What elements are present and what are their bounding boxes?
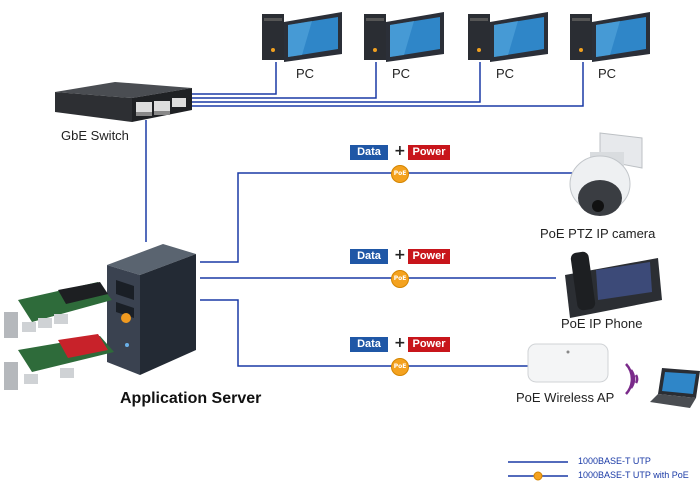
link-pc3 (190, 62, 481, 103)
data-tag-phone: Data (350, 249, 388, 264)
wifi-signal-icon (625, 363, 639, 395)
ap-label: PoE Wireless AP (516, 390, 615, 405)
plus-sign-camera: + (394, 143, 406, 159)
laptop[interactable] (650, 368, 700, 408)
ptz-ip-camera[interactable] (569, 132, 643, 216)
legend-utp-poe: 1000BASE-T UTP with PoE (578, 470, 689, 480)
camera-label: PoE PTZ IP camera (540, 226, 656, 241)
phone-label: PoE IP Phone (561, 316, 643, 331)
legend-poe-dot (533, 471, 543, 481)
pc-label-3: PC (496, 66, 515, 81)
switch-to-pc-links (145, 62, 584, 242)
pc-computer-2[interactable] (364, 12, 444, 62)
link-pc1 (190, 62, 277, 95)
data-tag-camera: Data (350, 145, 388, 160)
switch-label: GbE Switch (61, 128, 129, 143)
power-tag-ap: Power (408, 337, 450, 352)
pc-computer-4[interactable] (570, 12, 650, 62)
nic-card-1 (4, 282, 112, 338)
power-tag-phone: Power (408, 249, 450, 264)
nic-card-2 (4, 334, 114, 390)
link-pc2 (190, 62, 377, 99)
pc-label-1: PC (296, 66, 315, 81)
pc-label-4: PC (598, 66, 617, 81)
poe-badge-ap: PoE (391, 358, 409, 376)
pc-computer-3[interactable] (468, 12, 548, 62)
plus-sign-phone: + (394, 247, 406, 263)
power-tag-camera: Power (408, 145, 450, 160)
legend-utp: 1000BASE-T UTP (578, 456, 651, 466)
gbe-switch[interactable] (55, 82, 192, 122)
ip-phone[interactable] (565, 251, 662, 318)
wireless-ap[interactable] (527, 343, 609, 383)
pc-computer-1[interactable] (262, 12, 342, 62)
pc-label-2: PC (392, 66, 411, 81)
data-tag-ap: Data (350, 337, 388, 352)
link-pc4 (190, 62, 584, 107)
server-label: Application Server (120, 390, 262, 407)
link-ap (200, 299, 528, 367)
poe-badge-camera: PoE (391, 165, 409, 183)
poe-badge-phone: PoE (391, 270, 409, 288)
plus-sign-ap: + (394, 335, 406, 351)
application-server[interactable] (107, 244, 196, 375)
